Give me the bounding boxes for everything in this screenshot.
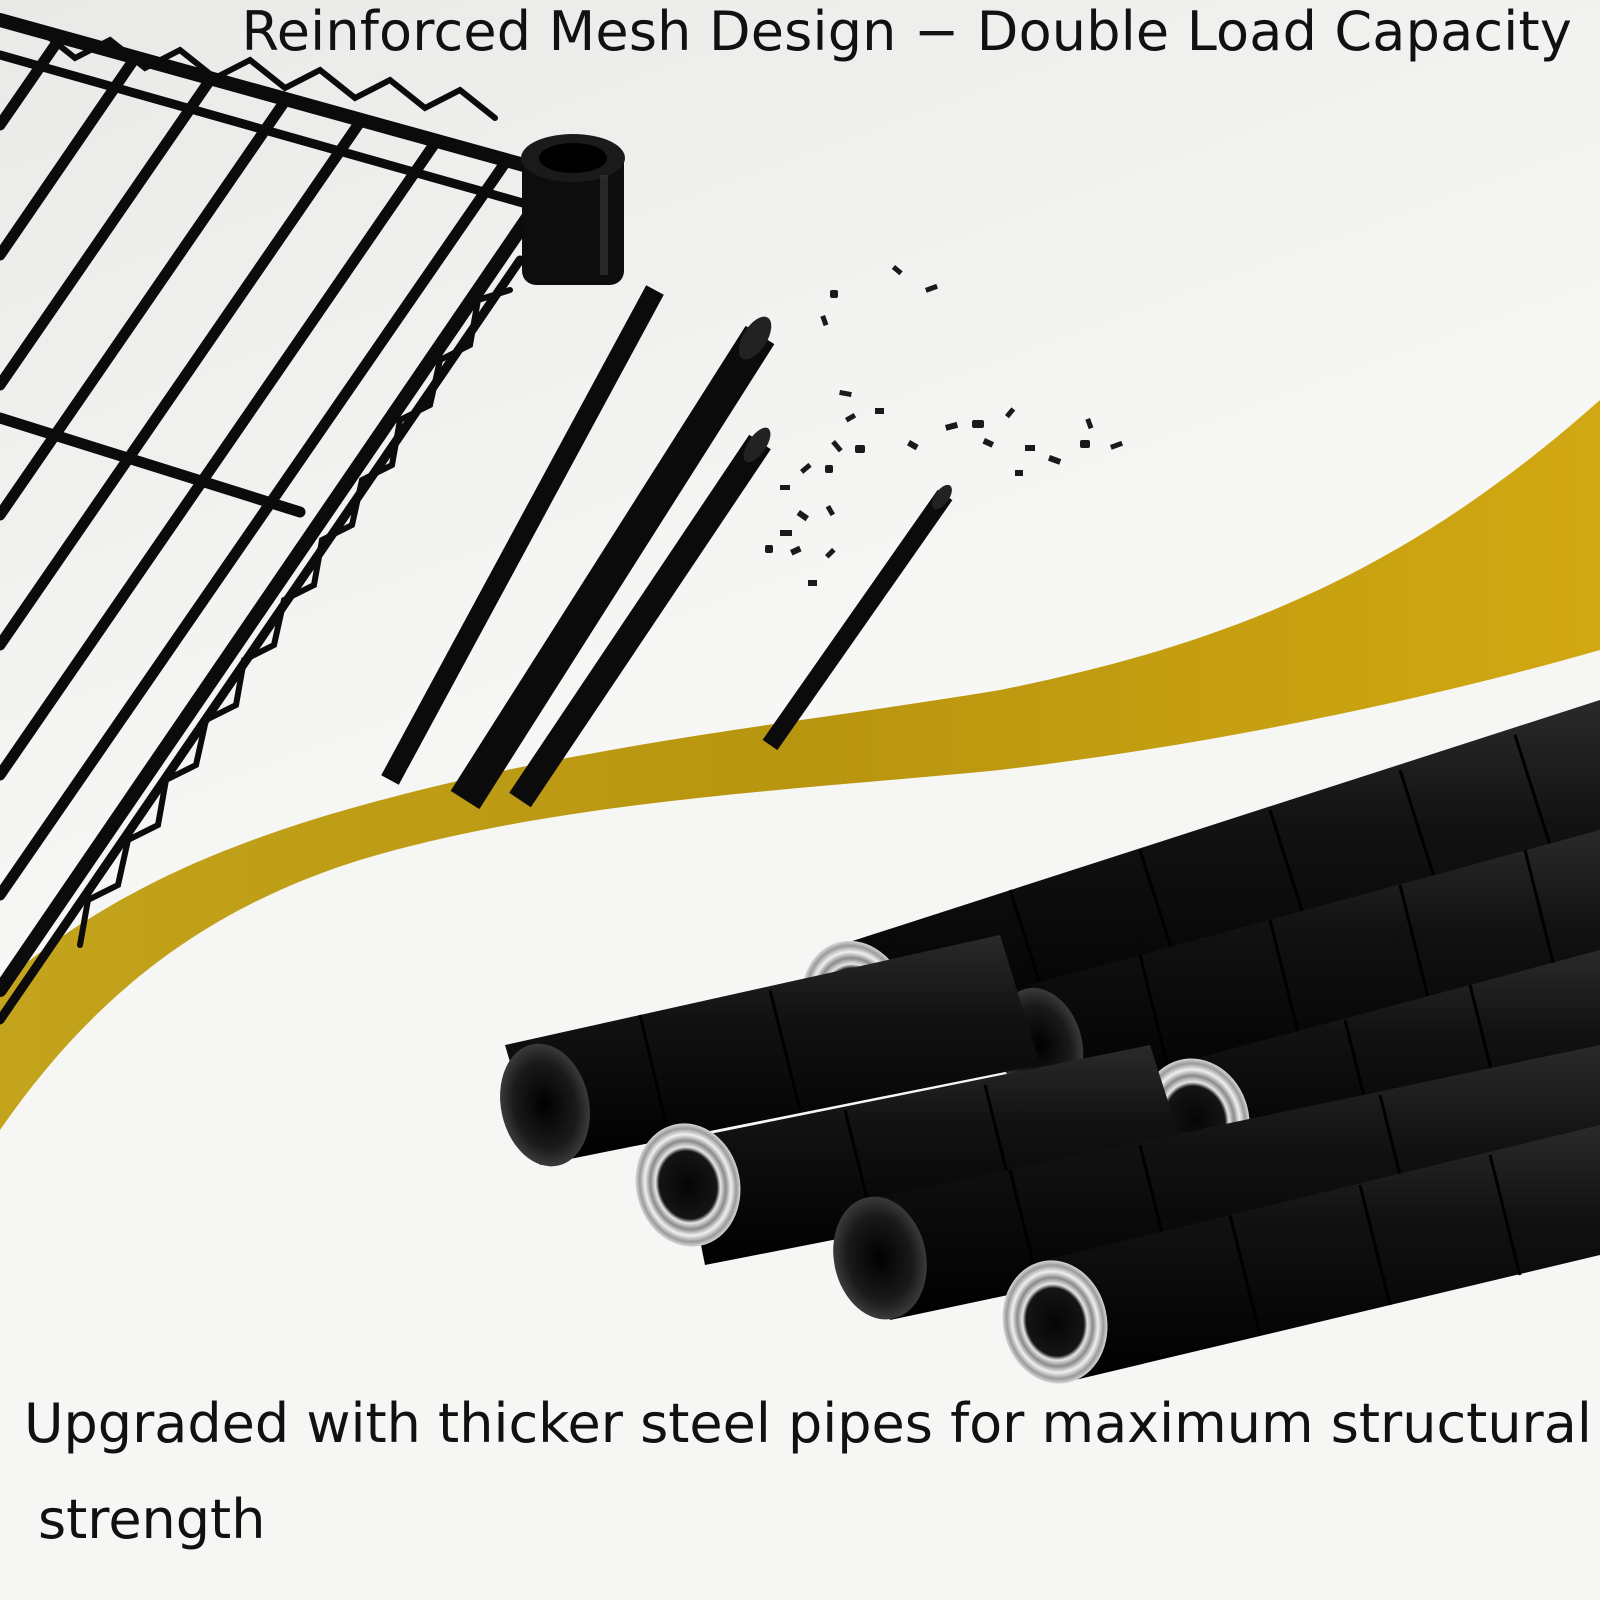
wire-mesh-shelf [0, 13, 567, 1025]
caption-line-2: strength [38, 1488, 266, 1551]
scattered-screws [765, 265, 1123, 586]
pipe-left [500, 935, 1040, 1167]
corner-sleeve [521, 134, 625, 285]
steel-pipe-bundle [500, 700, 1600, 1384]
headline: Reinforced Mesh Design − Double Load Cap… [241, 0, 1572, 63]
loose-steel-rods [381, 285, 953, 810]
pipe-lower-left [635, 1045, 1190, 1265]
caption: Upgraded with thicker steel pipes for ma… [24, 1376, 1592, 1568]
caption-line-1: Upgraded with thicker steel pipes for ma… [24, 1392, 1592, 1455]
pipe-bottom-right [1002, 1125, 1600, 1384]
